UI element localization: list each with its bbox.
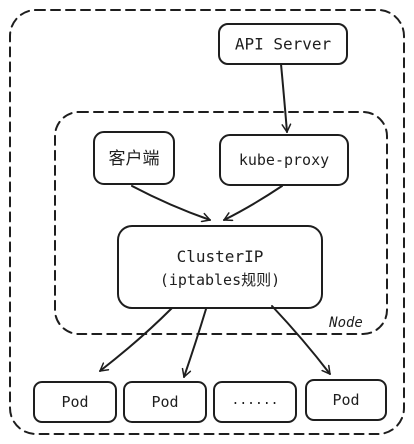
arrow-kube-proxy-to-clusterip [223,185,283,222]
clusterip-box [117,225,323,309]
client-label: 客户端 [109,149,160,169]
client-box [93,131,175,185]
api-server-box [218,23,348,65]
pod-box-2 [123,381,207,423]
kube-proxy-box [219,134,349,186]
kube-proxy-label: kube-proxy [239,151,329,169]
node-label: Node [328,315,363,331]
pod-box-3 [305,379,387,421]
arrow-client-to-clusterip [131,185,211,223]
node-boundary [54,111,388,335]
pod-label-1: Pod [61,393,88,411]
arrow-clusterip-to-pod-1 [99,307,173,372]
api-server-label: API Server [235,35,332,54]
cluster-boundary [9,9,405,435]
arrow-clusterip-to-pod-2 [181,308,207,378]
pod-label-2: Pod [151,393,178,411]
arrow-clusterip-to-pod-3 [271,305,331,375]
clusterip-label: ClusterIP [177,247,264,266]
clusterip-sublabel: (iptables规则) [160,271,280,289]
pod-box-1 [33,381,117,423]
pod-label-3: Pod [332,391,359,409]
pod-box-ellipsis [213,381,297,423]
arrow-api-to-kube-proxy [280,63,292,133]
pod-label-ellipsis: ...... [232,393,279,408]
